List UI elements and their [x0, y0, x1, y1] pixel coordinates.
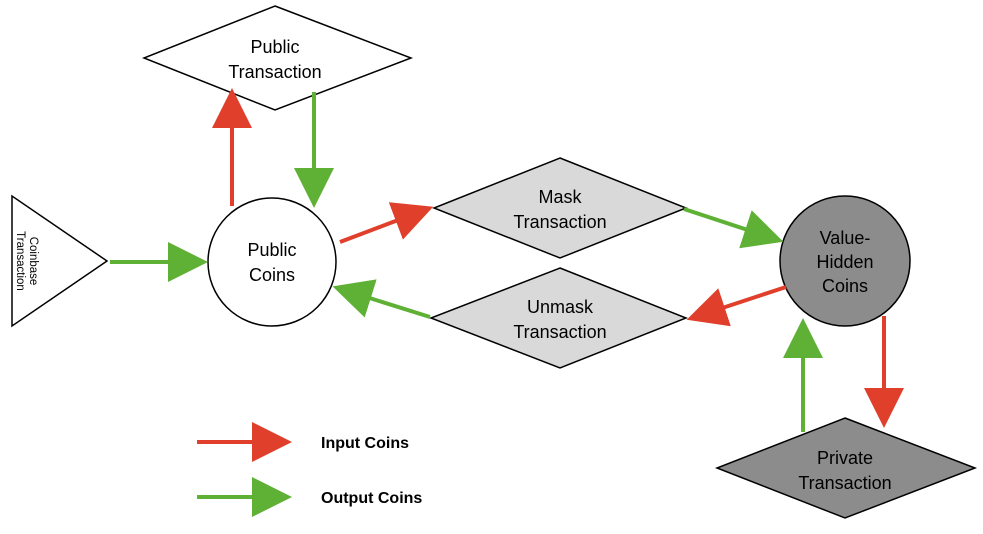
public-coins-node: Public Coins: [207, 197, 337, 327]
public-coins-circle: [207, 197, 337, 327]
edge-unmask-transaction-to-public-coins: [332, 279, 431, 319]
edge-mask-transaction-to-value-hidden-coins: [683, 207, 784, 249]
value-hidden-coins-circle: [779, 195, 911, 327]
mask-transaction-diamond: [431, 157, 689, 259]
private-transaction-label-line1: Private: [817, 448, 873, 468]
private-transaction-label-line2: Transaction: [798, 473, 891, 493]
mask-transaction-label-line2: Transaction: [513, 212, 606, 232]
edge-public-coins-to-mask-transaction: [339, 202, 434, 244]
public-transaction-diamond: [141, 5, 414, 111]
coinbase-transaction-node: Coinbase Transaction: [11, 194, 109, 328]
edges: [110, 88, 904, 432]
legend-input-label: Input Coins: [321, 435, 409, 452]
unmask-transaction-diamond: [428, 267, 689, 369]
value-hidden-coins-label-line3: Coins: [822, 276, 868, 296]
coinbase-label-line2: Transaction: [14, 231, 26, 291]
edge-value-hidden-coins-to-unmask-transaction: [686, 285, 787, 327]
public-transaction-label-line2: Transaction: [228, 62, 321, 82]
legend: Input Coins Output Coins: [197, 422, 422, 517]
value-hidden-coins-label-line1: Value-: [820, 228, 871, 248]
public-coins-label-line2: Coins: [249, 265, 295, 285]
coinbase-triangle-shape: [11, 194, 109, 328]
public-coins-label-line1: Public: [247, 240, 296, 260]
public-transaction-node: Public Transaction: [141, 5, 414, 111]
legend-output-label: Output Coins: [321, 490, 422, 507]
mask-transaction-label-line1: Mask: [538, 187, 582, 207]
unmask-transaction-label-line2: Transaction: [513, 322, 606, 342]
value-hidden-coins-label-line2: Hidden: [816, 252, 873, 272]
unmask-transaction-node: Unmask Transaction: [428, 267, 689, 369]
public-transaction-label-line1: Public: [250, 37, 299, 57]
coinbase-label-line1: Coinbase: [27, 237, 39, 286]
value-hidden-coins-node: Value- Hidden Coins: [779, 195, 911, 327]
private-transaction-node: Private Transaction: [714, 417, 978, 519]
private-transaction-diamond: [714, 417, 978, 519]
mask-transaction-node: Mask Transaction: [431, 157, 689, 259]
unmask-transaction-label-line1: Unmask: [527, 297, 594, 317]
